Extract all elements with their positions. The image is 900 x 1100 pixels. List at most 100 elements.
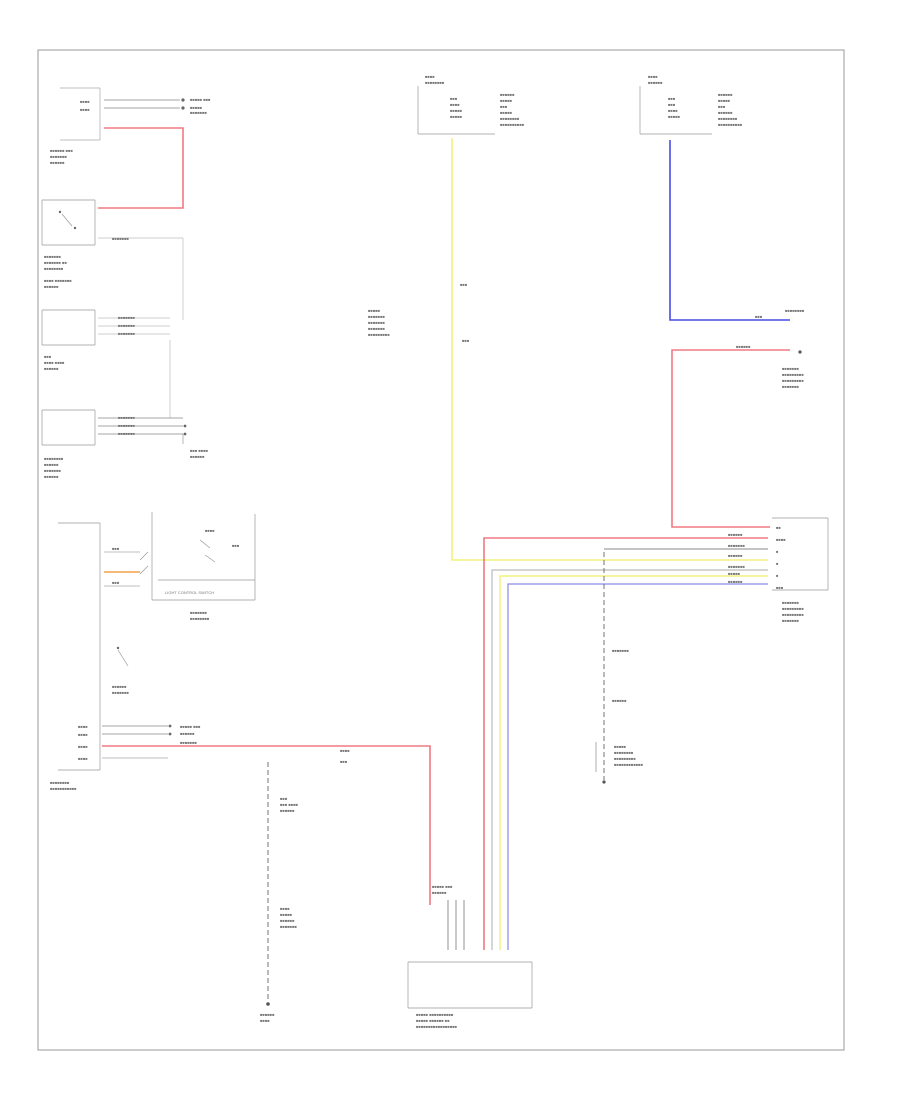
- svg-text:■■■■■■■■■: ■■■■■■■■■: [368, 332, 390, 337]
- svg-text:■■■■■■: ■■■■■■: [728, 532, 743, 537]
- svg-text:■■■■■■■: ■■■■■■■: [728, 564, 745, 569]
- diagram-frame: [37, 49, 845, 1051]
- svg-text:■■■■■■■■■■■: ■■■■■■■■■■■: [50, 786, 77, 791]
- svg-text:■■■: ■■■: [500, 104, 508, 109]
- svg-text:■■■■■■: ■■■■■■: [432, 890, 447, 895]
- svg-text:■■■■■■: ■■■■■■: [736, 344, 751, 349]
- svg-text:■■■■: ■■■■: [260, 1018, 270, 1023]
- svg-text:■■■■■■: ■■■■■■: [180, 731, 195, 736]
- svg-text:■■■■■■■: ■■■■■■■: [190, 610, 207, 615]
- wire-red-bundle: [483, 537, 768, 950]
- svg-text:■■■■■■■■■: ■■■■■■■■■: [782, 612, 804, 617]
- wire-blue-bundle: [507, 583, 768, 950]
- svg-text:■■■■ ■■■■■■■: ■■■■ ■■■■■■■: [44, 278, 72, 283]
- svg-text:■■■: ■■■: [776, 585, 784, 590]
- svg-text:■■■■: ■■■■: [425, 74, 435, 79]
- svg-text:■■■■■■■■■: ■■■■■■■■■: [782, 378, 804, 383]
- svg-text:■■■■■■: ■■■■■■: [190, 454, 205, 459]
- svg-text:■■■■■■■: ■■■■■■■: [280, 924, 297, 929]
- svg-text:■■■■: ■■■■: [668, 108, 678, 113]
- svg-text:■■■■■: ■■■■■: [728, 571, 741, 576]
- svg-text:■■■■■■■■■■■■■■■■■: ■■■■■■■■■■■■■■■■■: [416, 1024, 458, 1029]
- svg-text:■■■■■■ ■■■: ■■■■■■ ■■■: [50, 148, 73, 153]
- svg-text:■■■■■: ■■■■■: [280, 912, 293, 917]
- top-right-connector: [639, 86, 712, 135]
- svg-text:■■■■■: ■■■■■: [500, 98, 513, 103]
- svg-text:■■■■■■■■: ■■■■■■■■: [500, 116, 520, 121]
- svg-text:■■■ ■■■■: ■■■ ■■■■: [280, 802, 299, 807]
- svg-text:■■■■■■■: ■■■■■■■: [782, 366, 799, 371]
- svg-text:■■■■■■■: ■■■■■■■: [782, 618, 799, 623]
- svg-text:■■■■■■■ ■■: ■■■■■■■ ■■: [44, 260, 67, 265]
- svg-text:■■■■■■■: ■■■■■■■: [112, 690, 129, 695]
- svg-text:■■■■■■: ■■■■■■: [44, 474, 59, 479]
- light-control-switch-label: LIGHT CONTROL SWITCH: [165, 590, 214, 595]
- svg-text:■■■■■■■: ■■■■■■■: [190, 110, 207, 115]
- right-control-module: [772, 517, 829, 591]
- svg-text:■■■: ■■■: [450, 96, 458, 101]
- svg-text:■■■■■■■: ■■■■■■■: [368, 326, 385, 331]
- svg-text:■■■■: ■■■■: [340, 748, 350, 753]
- svg-text:■■■■■■■: ■■■■■■■: [118, 323, 135, 328]
- svg-text:■■■■■: ■■■■■: [718, 98, 731, 103]
- ground-point-left: [266, 1002, 270, 1006]
- svg-text:■■■: ■■■: [232, 543, 240, 548]
- svg-text:■■■■■: ■■■■■: [450, 114, 463, 119]
- wire-gray-bundle1: [491, 569, 768, 950]
- svg-text:■■■■: ■■■■: [80, 99, 90, 104]
- bottom-control-module: [407, 961, 533, 1009]
- svg-text:■■■: ■■■: [718, 104, 726, 109]
- svg-text:■■■■■■■: ■■■■■■■: [44, 254, 61, 259]
- svg-text:■■■■■■■■: ■■■■■■■■: [44, 456, 64, 461]
- combination-switch-block: [41, 309, 171, 418]
- wire-yellow-main: [451, 138, 768, 561]
- svg-text:■■■■■■■: ■■■■■■■: [368, 320, 385, 325]
- svg-text:■■■■■■■: ■■■■■■■: [118, 415, 135, 420]
- svg-text:■■■■■■: ■■■■■■: [280, 918, 295, 923]
- svg-text:■■■■■■: ■■■■■■: [612, 698, 627, 703]
- ground-junction-middle: [595, 742, 606, 784]
- svg-text:■■■■■■■: ■■■■■■■: [180, 740, 197, 745]
- svg-text:■■■■■■■■■: ■■■■■■■■■: [782, 372, 804, 377]
- svg-text:■■■■■■: ■■■■■■: [728, 579, 743, 584]
- top-middle-connector: [417, 86, 495, 135]
- svg-text:■■■■■■■■■■■■: ■■■■■■■■■■■■: [614, 762, 644, 767]
- svg-text:■■■: ■■■: [668, 96, 676, 101]
- svg-text:■■■■: ■■■■: [78, 732, 88, 737]
- svg-text:■■■■■■■: ■■■■■■■: [44, 468, 61, 473]
- light-control-switch-block: [41, 199, 184, 320]
- svg-text:■■■■■■■■■■: ■■■■■■■■■■: [500, 122, 525, 127]
- svg-text:■■■■■■■■: ■■■■■■■■: [718, 116, 738, 121]
- svg-text:■■■■■■■: ■■■■■■■: [728, 543, 745, 548]
- svg-text:■■■■■■: ■■■■■■: [44, 284, 59, 289]
- svg-text:■■■: ■■■: [280, 796, 288, 801]
- svg-text:■■■■■: ■■■■■: [368, 308, 381, 313]
- lower-left-connector: [58, 724, 172, 771]
- svg-text:■■■■■■■■: ■■■■■■■■: [614, 750, 634, 755]
- svg-text:■■■■■ ■■■: ■■■■■ ■■■: [180, 724, 201, 729]
- svg-text:■■■■■■■■: ■■■■■■■■: [190, 616, 210, 621]
- wire-yellow-bundle: [499, 575, 768, 950]
- svg-text:■■■■■■■: ■■■■■■■: [112, 236, 129, 241]
- svg-text:■: ■: [776, 561, 779, 566]
- svg-text:■■■: ■■■: [755, 314, 763, 319]
- svg-text:■■■: ■■■: [340, 759, 348, 764]
- svg-text:■■■■■ ■■■: ■■■■■ ■■■: [190, 97, 211, 102]
- svg-text:■■■■■■: ■■■■■■: [260, 1012, 275, 1017]
- svg-text:■■■■: ■■■■: [776, 537, 786, 542]
- svg-text:■■■■■■: ■■■■■■: [718, 110, 733, 115]
- svg-text:■■■: ■■■: [112, 580, 120, 585]
- svg-text:■■■■■■: ■■■■■■: [280, 808, 295, 813]
- svg-text:■■■■: ■■■■: [78, 744, 88, 749]
- svg-text:■■■■: ■■■■: [280, 906, 290, 911]
- svg-text:■■■■■■■: ■■■■■■■: [118, 423, 135, 428]
- svg-text:■■■■■■■■: ■■■■■■■■: [425, 80, 445, 85]
- svg-text:■■■■■■: ■■■■■■: [44, 366, 59, 371]
- svg-text:■■■: ■■■: [44, 354, 52, 359]
- passenger-block: [41, 409, 187, 446]
- svg-text:■■■■■■■: ■■■■■■■: [118, 331, 135, 336]
- wire-blue-top: [669, 140, 790, 321]
- svg-text:■■■■■■■: ■■■■■■■: [50, 154, 67, 159]
- svg-text:■■■■: ■■■■: [80, 107, 90, 112]
